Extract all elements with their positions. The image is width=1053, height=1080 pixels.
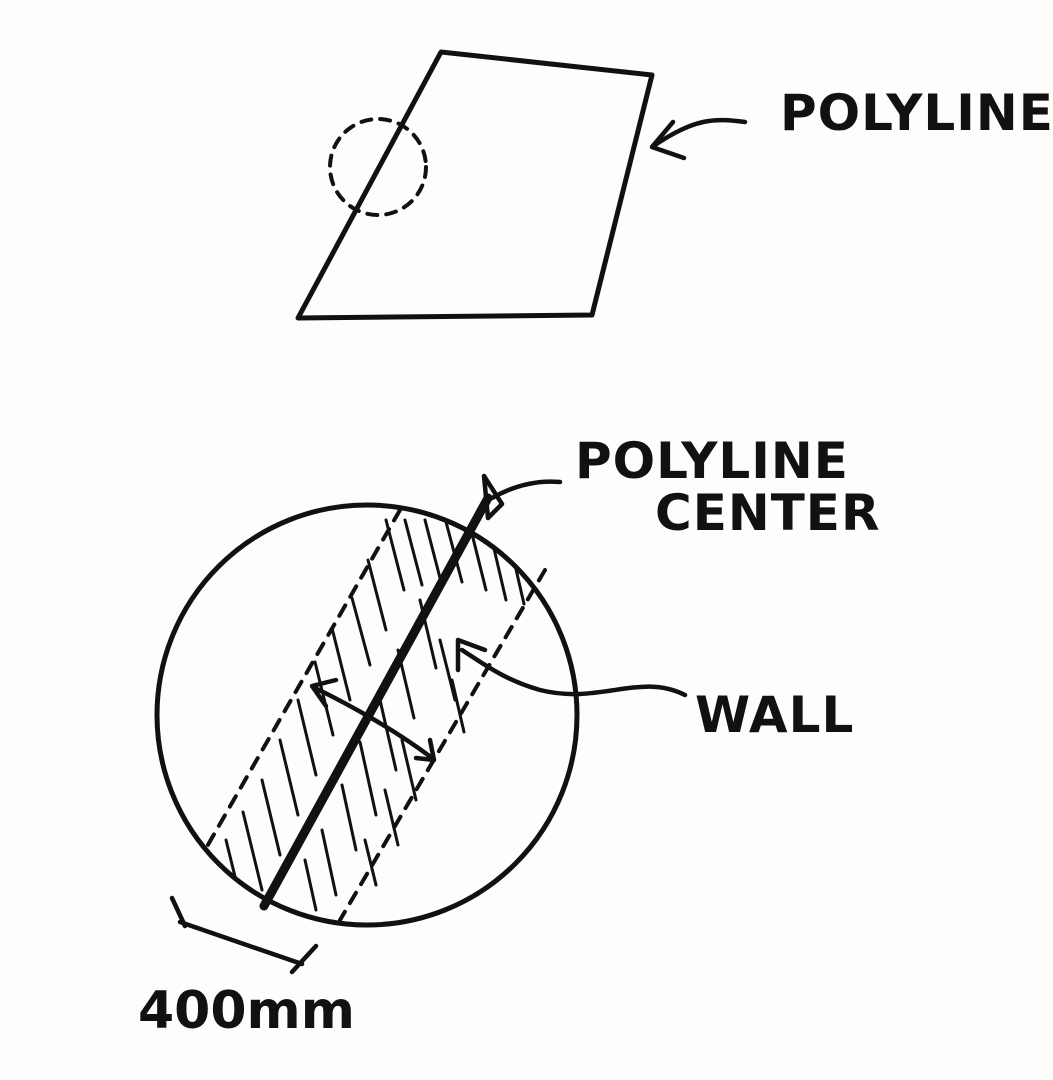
polyline-center-label-line2: CENTER xyxy=(655,484,880,542)
polyline-shape xyxy=(295,49,655,321)
dimension-label: 400mm xyxy=(138,981,355,1041)
wall-face-right xyxy=(338,568,547,922)
polyline-arrow xyxy=(649,117,748,161)
detail-callout-circle xyxy=(328,117,428,217)
thickness-double-arrow xyxy=(309,677,437,763)
polyline-center-line xyxy=(259,493,493,911)
polyline-figure xyxy=(295,49,655,321)
polyline-center-arrow xyxy=(481,473,563,521)
dimension-bracket xyxy=(169,895,319,975)
wall-detail xyxy=(154,493,580,928)
polyline-label: POLYLINE xyxy=(780,84,1053,142)
wall-face-left xyxy=(203,508,402,852)
wall-label: WALL xyxy=(695,686,854,744)
polyline-center-label-line1: POLYLINE xyxy=(575,432,849,490)
wall-hatching xyxy=(224,518,526,912)
wall-arrow xyxy=(455,637,688,698)
detail-circle xyxy=(154,502,580,928)
